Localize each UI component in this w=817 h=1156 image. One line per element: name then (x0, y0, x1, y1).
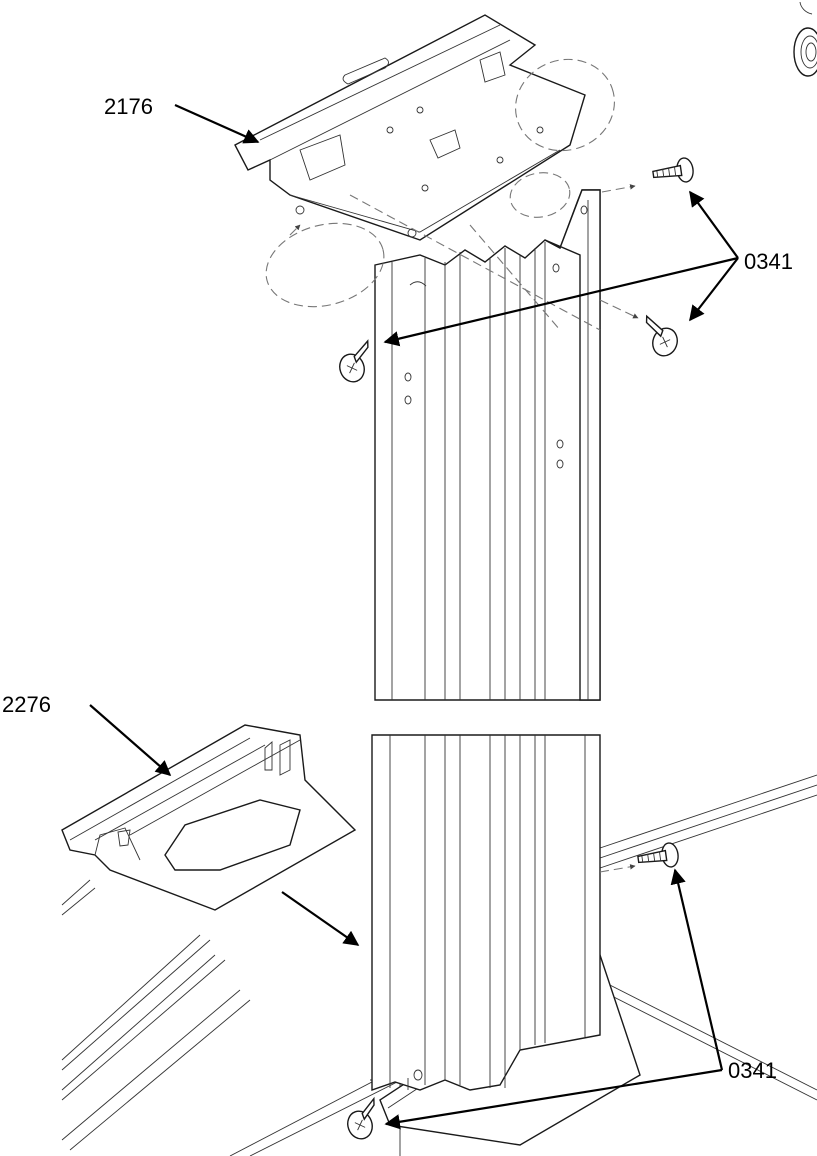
column (371, 189, 601, 1091)
dashed-assembly-paths (265, 58, 639, 873)
screw-icon (347, 1096, 375, 1140)
callout-2176: 2176 (104, 94, 153, 119)
leader-lines (89, 103, 739, 1130)
callout-2276: 2276 (2, 692, 51, 717)
bottom-bracket (61, 724, 357, 911)
callout-0341-top: 0341 (744, 249, 793, 274)
screw-icon (645, 314, 678, 357)
top-bracket (234, 14, 586, 241)
washer-icon (793, 1, 817, 77)
screw-icon (652, 157, 694, 183)
screw-icon (339, 339, 369, 383)
screw-icon (637, 842, 679, 868)
callout-0341-bottom: 0341 (728, 1058, 777, 1083)
